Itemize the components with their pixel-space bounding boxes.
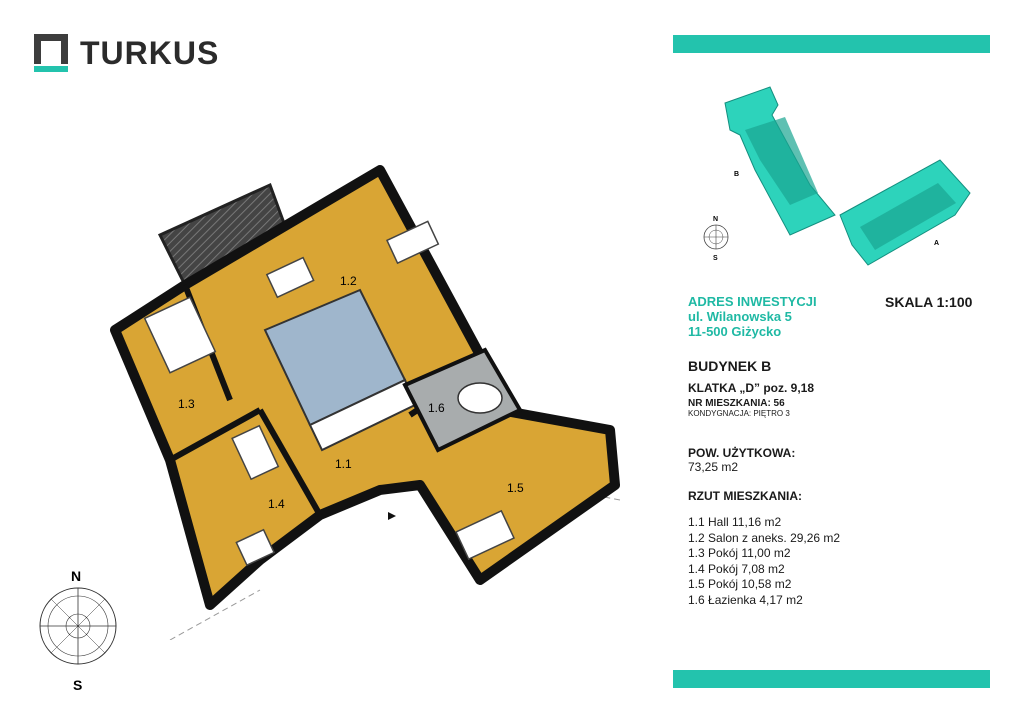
bed-icon [231, 424, 280, 481]
usable-area-label: POW. UŻYTKOWA: [688, 446, 796, 460]
building-b-shape [724, 86, 836, 236]
bathtub-icon [457, 382, 503, 414]
site-key-plan: B A N S [703, 86, 971, 266]
room-item: 1.3 Pokój 11,00 m2 [688, 546, 791, 560]
guide-line [169, 589, 261, 640]
small-compass-icon: N S [703, 216, 729, 262]
scale-label: SKALA 1:100 [885, 294, 973, 310]
entrance-arrow-icon [388, 512, 396, 520]
top-accent-bar [673, 35, 990, 53]
room-item: 1.1 Hall 11,16 m2 [688, 515, 782, 529]
floor-plan: 1.2 1.3 1.1 1.4 1.6 1.5 [110, 165, 621, 640]
room-list: 1.1 Hall 11,16 m2 1.2 Salon z aneks. 29,… [688, 515, 840, 608]
address-city: 11-500 Giżycko [688, 324, 782, 339]
desk-icon [235, 528, 276, 567]
bed-icon [143, 296, 217, 374]
table-icon [265, 256, 315, 299]
site-label-a: A [934, 240, 939, 247]
furniture [143, 220, 515, 567]
bed-icon [455, 509, 515, 561]
compass-rose-icon: N S [39, 568, 117, 693]
room-item: 1.5 Pokój 10,58 m2 [688, 577, 792, 591]
room-label-1-2: 1.2 [340, 274, 357, 288]
compass-south: S [73, 677, 82, 693]
turkus-logo-icon [34, 34, 68, 72]
room-label-1-1: 1.1 [335, 457, 352, 471]
compass-north: N [71, 568, 81, 584]
room-label-1-4: 1.4 [268, 497, 285, 511]
bottom-accent-bar [673, 670, 990, 688]
small-compass-north: N [713, 216, 718, 223]
room-label-1-3: 1.3 [178, 397, 195, 411]
address-block: ADRES INWESTYCJI ul. Wilanowska 5 11-500… [688, 294, 817, 339]
address-title: ADRES INWESTYCJI [688, 294, 817, 309]
flat-number: NR MIESZKANIA: 56 [688, 398, 785, 409]
room-label-1-5: 1.5 [507, 481, 524, 495]
small-compass-south: S [713, 255, 718, 262]
room-item: 1.2 Salon z aneks. 29,26 m2 [688, 530, 841, 545]
site-label-b: B [734, 171, 739, 178]
building-label: BUDYNEK B [688, 358, 772, 374]
building-a-shape [839, 159, 971, 266]
usable-area-value: 73,25 m2 [688, 460, 739, 474]
stair-label: KLATKA „D” poz. 9,18 [688, 381, 815, 395]
room-item: 1.4 Pokój 7,08 m2 [688, 561, 785, 576]
room-label-1-6: 1.6 [428, 401, 445, 415]
floor-label: KONDYGNACJA: PIĘTRO 3 [688, 409, 790, 418]
sofa-icon [385, 220, 440, 265]
rooms-title: RZUT MIESZKANIA: [688, 489, 802, 503]
address-street: ul. Wilanowska 5 [688, 309, 792, 324]
room-item: 1.6 Łazienka 4,17 m2 [688, 592, 803, 607]
brand-name: TURKUS [80, 35, 220, 71]
